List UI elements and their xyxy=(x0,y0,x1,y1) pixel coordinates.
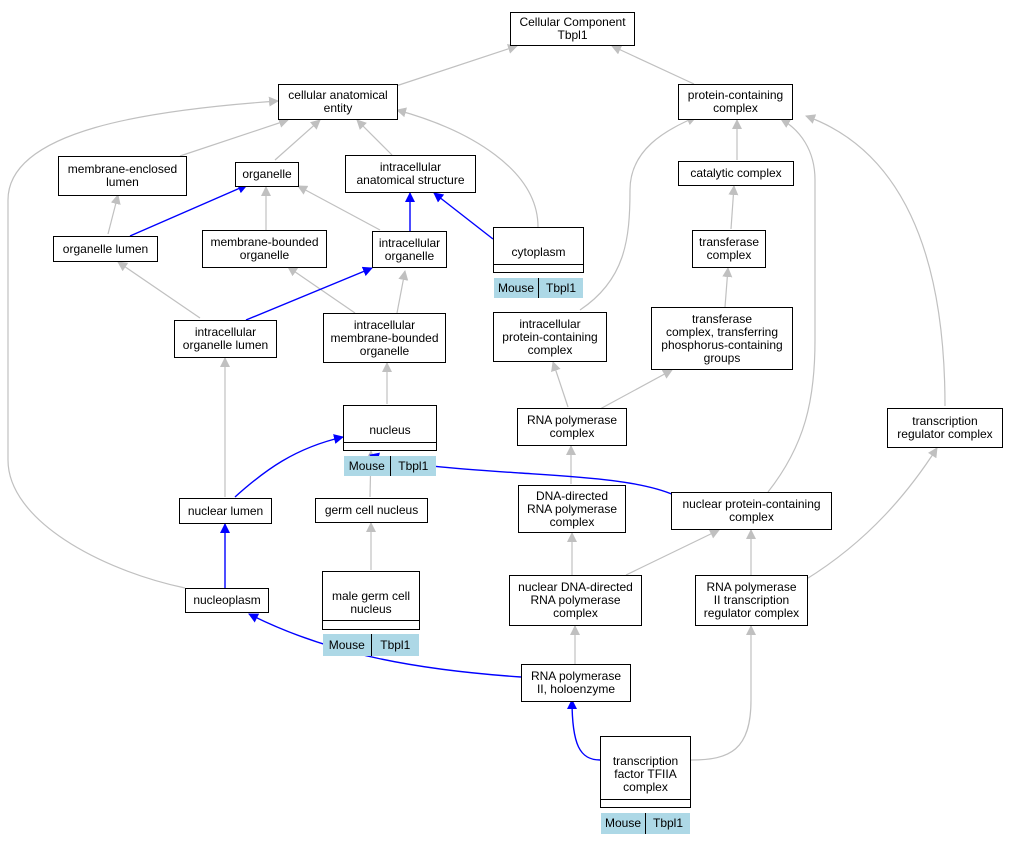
tag-gene[interactable]: Tbpl1 xyxy=(389,456,436,476)
node-rna-polymerase-ii-transcription-regulator-complex[interactable]: RNA polymerase II transcription regulato… xyxy=(695,575,808,626)
node-organelle-lumen[interactable]: organelle lumen xyxy=(53,236,158,262)
node-catalytic-complex[interactable]: catalytic complex xyxy=(678,161,794,186)
node-rna-polymerase-complex[interactable]: RNA polymerase complex xyxy=(517,408,627,446)
edge-tf2a-rnap2trc xyxy=(690,625,756,761)
node-nuclear-dna-directed-rna-polymerase-complex[interactable]: nuclear DNA-directed RNA polymerase comp… xyxy=(509,575,642,626)
edge-imbo-io xyxy=(396,270,409,314)
node-membrane-bounded-organelle[interactable]: membrane-bounded organelle xyxy=(202,230,327,268)
node-transcription-regulator-complex[interactable]: transcription regulator complex xyxy=(887,408,1003,448)
tag-mouse[interactable]: Mouse xyxy=(323,634,371,656)
tag-gene[interactable]: Tbpl1 xyxy=(645,813,690,834)
edge-orl-org xyxy=(129,184,248,237)
edge-tf2a-rnap2h xyxy=(567,699,601,761)
tag-mouse[interactable]: Mouse xyxy=(344,456,390,476)
edge-rnap-ipcc xyxy=(551,361,569,408)
tag-mouse[interactable]: Mouse xyxy=(494,278,538,298)
edge-cae-root xyxy=(395,44,518,87)
edge-cyt-ias xyxy=(433,192,494,240)
node-cytoplasm-tags: Mouse Tbpl1 xyxy=(494,278,583,298)
edge-npl-cae xyxy=(7,96,279,589)
edge-nl-nuc xyxy=(234,434,344,498)
node-transferase-complex[interactable]: transferase complex xyxy=(692,230,766,268)
edge-ipcc-pcc xyxy=(579,115,697,311)
edge-trc-pcc xyxy=(805,114,946,407)
edge-npcc-pcc xyxy=(767,118,816,493)
node-nucleus-tags: Mouse Tbpl1 xyxy=(344,456,436,476)
edge-org-cae xyxy=(274,119,321,161)
edge-cyt-cae xyxy=(396,107,539,228)
node-cytoplasm-label: cytoplasm xyxy=(494,241,583,265)
edge-nddrnap-npcc xyxy=(625,529,720,576)
node-nucleoplasm[interactable]: nucleoplasm xyxy=(185,588,269,613)
edge-ias-cae xyxy=(356,119,393,156)
tag-gene[interactable]: Tbpl1 xyxy=(538,278,583,298)
node-male-germ-cell-nucleus-label: male germ cell nucleus xyxy=(323,585,419,621)
node-transferase-complex-phosphorus[interactable]: transferase complex, transferring phosph… xyxy=(651,307,793,370)
edge-imbo-mbo xyxy=(287,266,356,314)
node-cellular-anatomical-entity[interactable]: cellular anatomical entity xyxy=(278,84,398,120)
edge-orl-mel xyxy=(107,194,121,235)
node-membrane-enclosed-lumen[interactable]: membrane-enclosed lumen xyxy=(58,156,187,196)
edge-io-org xyxy=(297,185,381,231)
node-male-germ-cell-nucleus-tags: Mouse Tbpl1 xyxy=(323,634,419,656)
node-dna-directed-rna-polymerase-complex[interactable]: DNA-directed RNA polymerase complex xyxy=(518,485,626,533)
node-intracellular-organelle[interactable]: intracellular organelle xyxy=(372,231,447,268)
edge-rnap2h-npl xyxy=(248,613,522,678)
node-rna-polymerase-ii-holoenzyme[interactable]: RNA polymerase II, holoenzyme xyxy=(521,664,631,702)
node-transcription-factor-tfiia-complex-tags: Mouse Tbpl1 xyxy=(601,813,690,834)
node-germ-cell-nucleus[interactable]: germ cell nucleus xyxy=(315,498,428,523)
node-intracellular-membrane-bounded-organelle[interactable]: intracellular membrane-bounded organelle xyxy=(323,313,446,363)
edge-rnap2trc-trc xyxy=(804,447,938,581)
tag-gene[interactable]: Tbpl1 xyxy=(370,634,419,656)
edge-iol-orl xyxy=(117,261,201,319)
node-nucleus-label: nucleus xyxy=(344,419,436,443)
node-nuclear-protein-containing-complex[interactable]: nuclear protein-containing complex xyxy=(671,492,832,530)
node-transcription-factor-tfiia-complex-label: transcription factor TFIIA complex xyxy=(601,750,690,800)
node-intracellular-organelle-lumen[interactable]: intracellular organelle lumen xyxy=(174,320,277,358)
node-cytoplasm[interactable]: cytoplasm Mouse Tbpl1 xyxy=(493,227,584,298)
ontology-graph xyxy=(7,44,946,761)
node-intracellular-protein-containing-complex[interactable]: intracellular protein-containing complex xyxy=(493,312,607,362)
node-intracellular-anatomical-structure[interactable]: intracellular anatomical structure xyxy=(345,155,476,193)
node-transcription-factor-tfiia-complex[interactable]: transcription factor TFIIA complex Mouse… xyxy=(600,736,691,834)
node-cellular-component-root[interactable]: Cellular Component Tbpl1 xyxy=(510,12,635,46)
edge-rnap-tctp xyxy=(599,369,673,410)
edge-tctp-tc xyxy=(722,267,733,308)
node-protein-containing-complex[interactable]: protein-containing complex xyxy=(678,84,793,120)
node-nucleus[interactable]: nucleus Mouse Tbpl1 xyxy=(343,405,437,476)
tag-mouse[interactable]: Mouse xyxy=(601,813,645,834)
edge-iol-io xyxy=(245,266,373,321)
node-male-germ-cell-nucleus[interactable]: male germ cell nucleus Mouse Tbpl1 xyxy=(322,571,420,656)
node-nuclear-lumen[interactable]: nuclear lumen xyxy=(179,498,272,524)
node-organelle[interactable]: organelle xyxy=(235,162,299,187)
edge-tc-cat xyxy=(728,185,739,230)
edge-pcc-root xyxy=(611,45,695,85)
edge-mel-cae xyxy=(179,118,289,157)
